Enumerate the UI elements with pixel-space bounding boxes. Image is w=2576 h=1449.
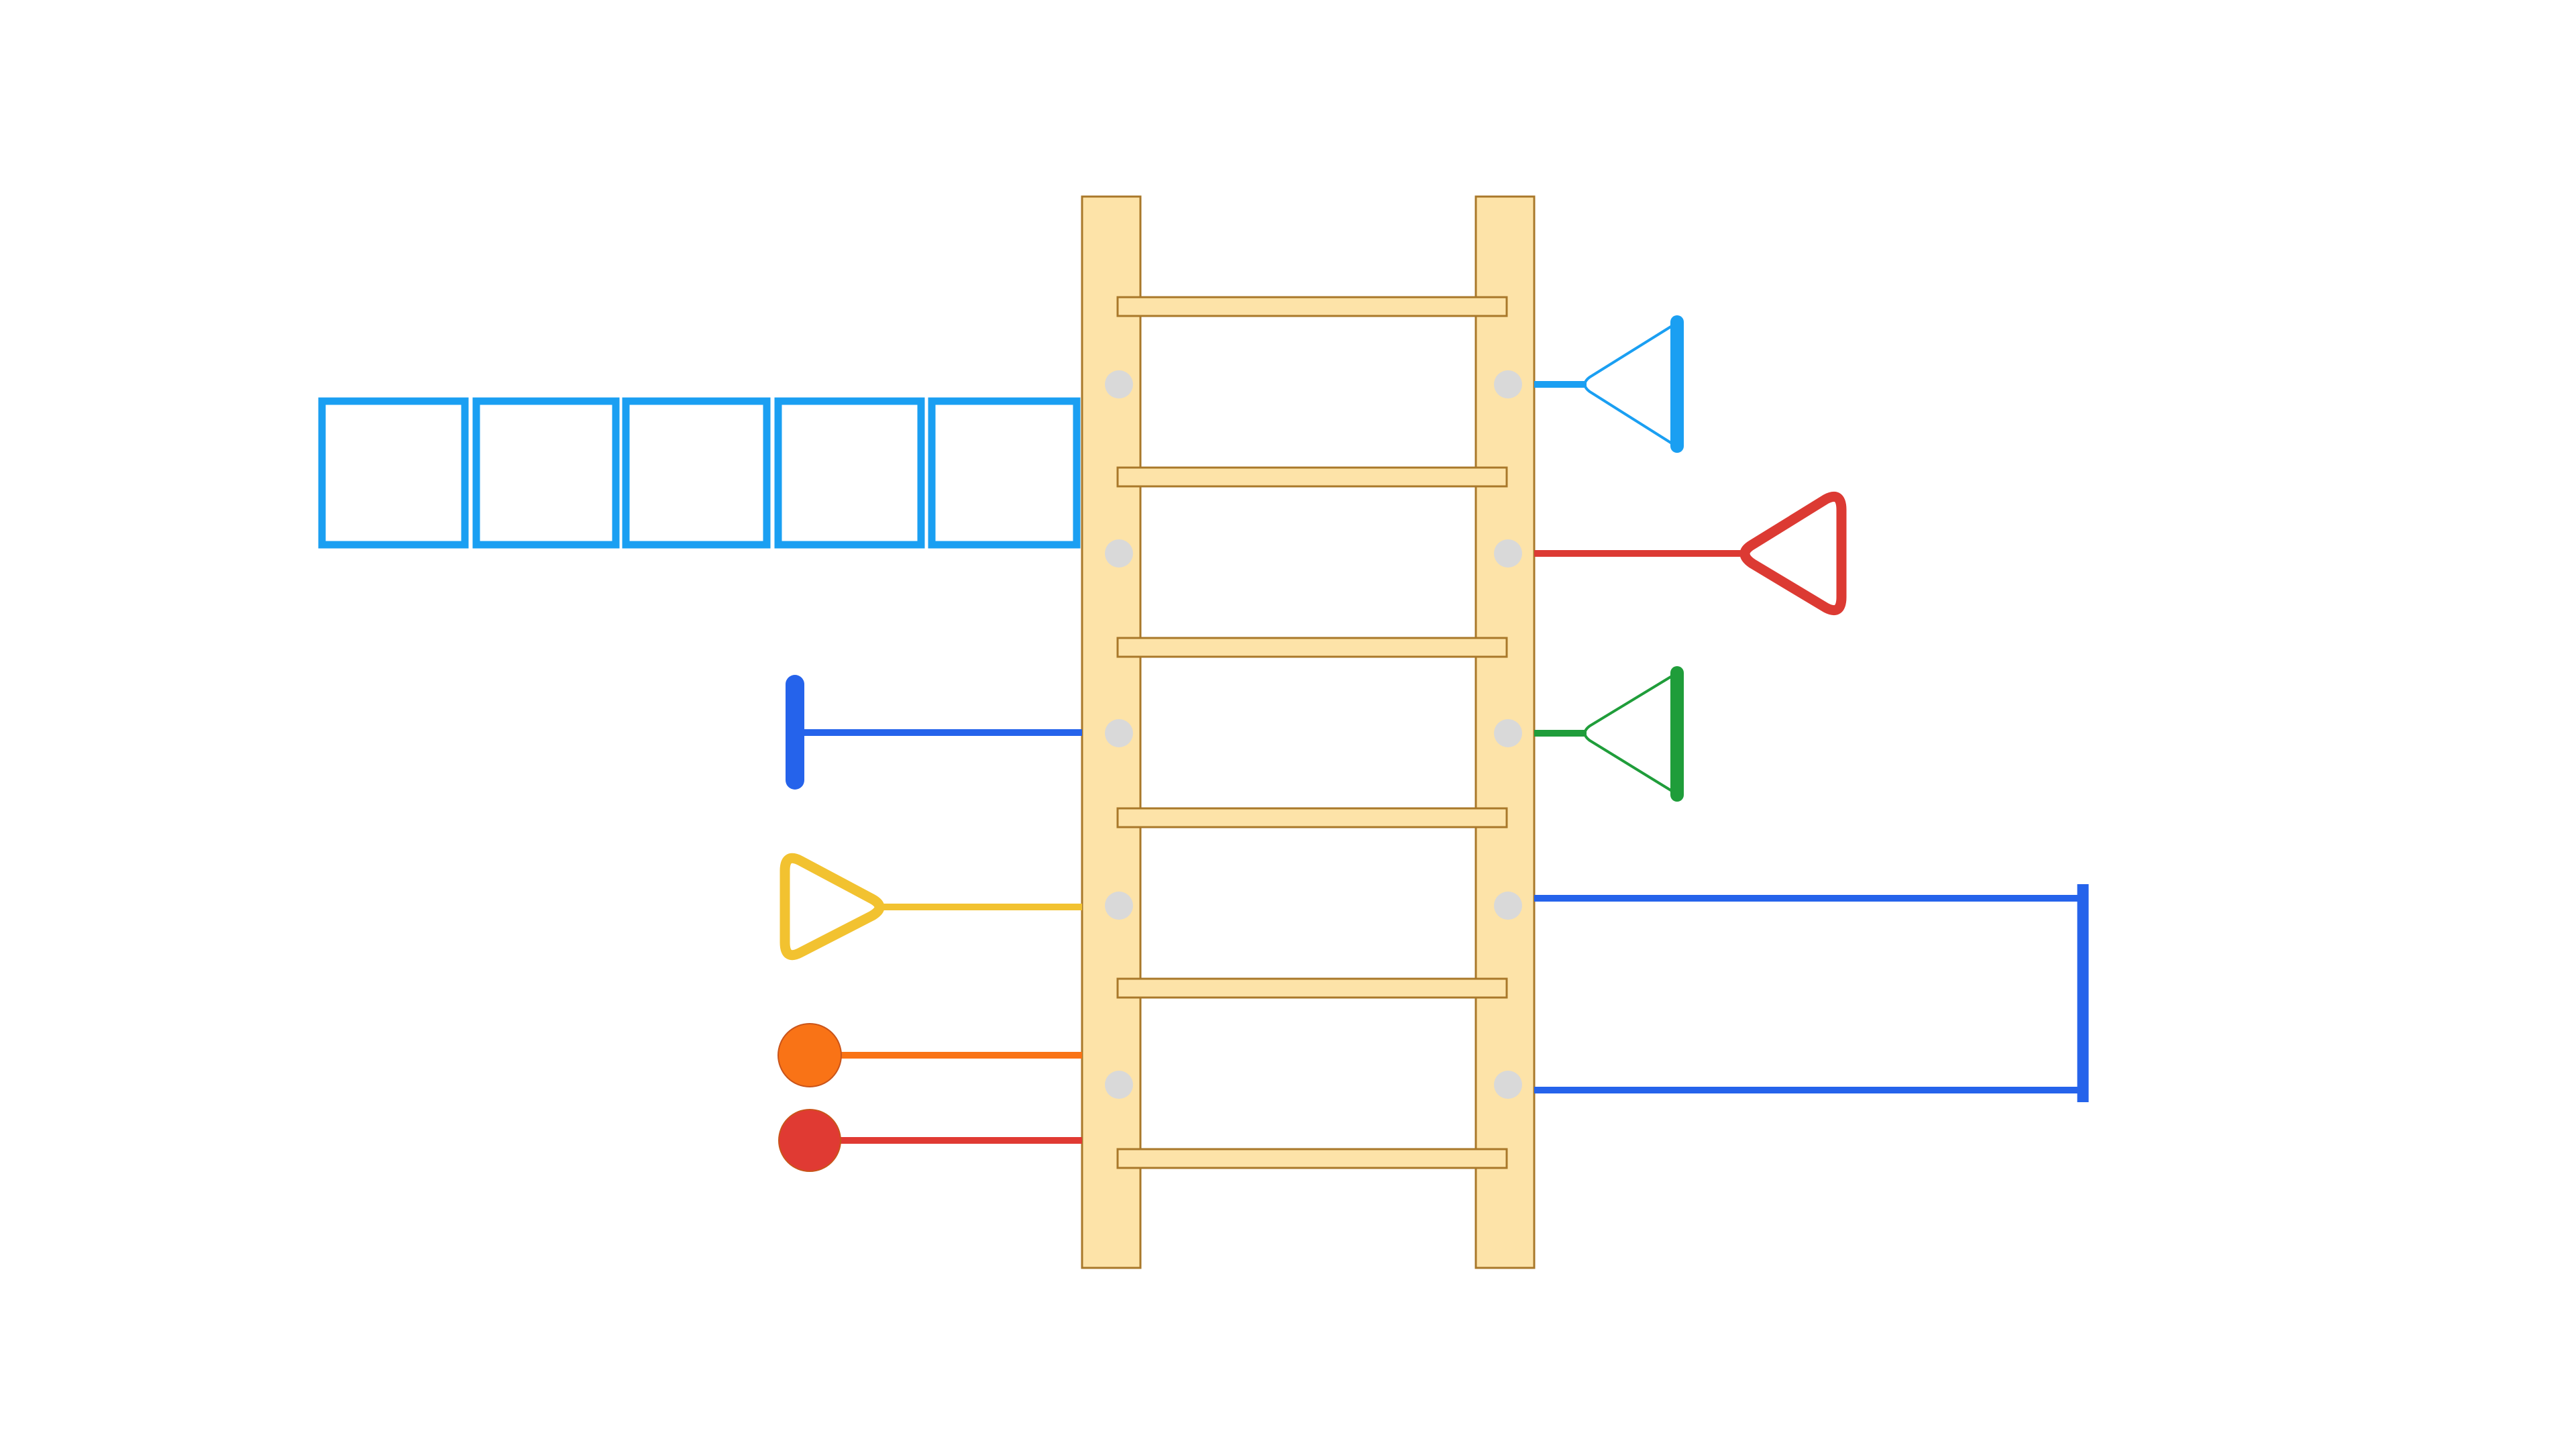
left-rail-dot-2: [1105, 539, 1133, 568]
box-chain: [318, 397, 1081, 549]
chain-box-1: [318, 397, 469, 549]
right-attachments: [1534, 315, 2089, 1102]
left-rail-dot-4: [1105, 892, 1133, 920]
rungs: [1116, 296, 1508, 1169]
red-triangle-shape: [1739, 492, 1847, 615]
rung-2: [1116, 466, 1508, 488]
red-triangle: [1534, 492, 1847, 615]
ladder: [1081, 195, 1536, 1269]
orange-circle: [777, 1023, 1082, 1087]
red-circle: [778, 1109, 1082, 1172]
chain-box-2: [472, 397, 620, 549]
right-rail-dot-4: [1494, 892, 1522, 920]
green-arrowhead: [1534, 666, 1684, 802]
green-arrowhead-shape: [1583, 673, 1676, 794]
left-attachments: [318, 397, 1082, 1172]
left-rail-dot-5: [1105, 1071, 1133, 1099]
chain-box-3: [622, 397, 771, 549]
rung-3: [1116, 637, 1508, 658]
left-rail-dot-1: [1105, 370, 1133, 398]
right-rail-dot-1: [1494, 370, 1522, 398]
right-rail-dot-5: [1494, 1071, 1522, 1099]
rung-4: [1116, 807, 1508, 828]
cyan-arrowhead: [1534, 315, 1684, 453]
yellow-triangle: [780, 853, 1082, 961]
yellow-triangle-shape: [780, 853, 885, 961]
cyan-arrowhead-shape: [1583, 323, 1676, 447]
right-rail-dot-3: [1494, 719, 1522, 747]
rung-6: [1116, 1148, 1508, 1169]
right-rail-dot-2: [1494, 539, 1522, 568]
blue-bracket: [1534, 884, 2089, 1102]
left-rail-dot-3: [1105, 719, 1133, 747]
orange-circle-shape: [777, 1023, 842, 1087]
connector-dots: [1105, 370, 1522, 1099]
red-circle-shape: [778, 1109, 841, 1172]
rung-5: [1116, 977, 1508, 999]
blue-t-bar: [786, 675, 1082, 790]
chain-box-5: [928, 397, 1081, 549]
chain-box-4: [774, 397, 925, 549]
rung-1: [1116, 296, 1508, 317]
